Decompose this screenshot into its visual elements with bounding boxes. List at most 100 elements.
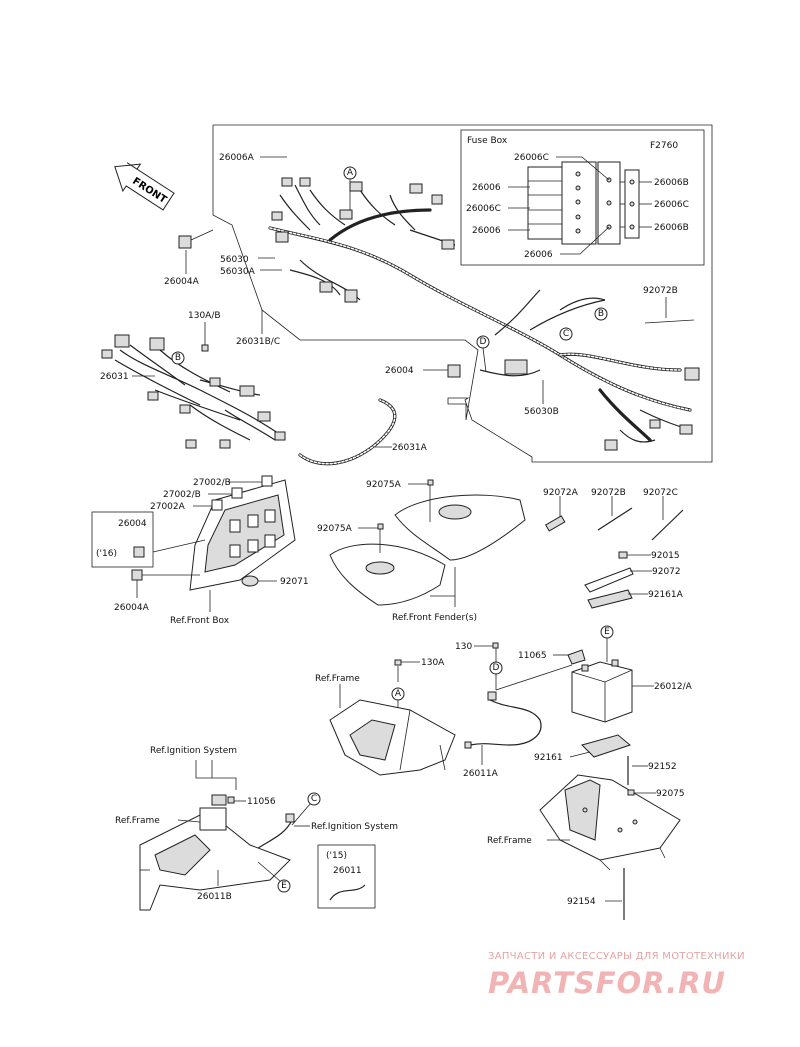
part-26006C-r: 26006C (654, 200, 689, 210)
part-26006-4: 26006 (524, 250, 553, 260)
svg-text:C: C (563, 329, 569, 339)
part-92071: 92071 (280, 577, 309, 587)
harness-26031A (298, 398, 397, 466)
part-26004A-low: 26004A (114, 603, 150, 613)
callout-B2: B (594, 307, 608, 321)
part-icon-92072 (584, 567, 634, 593)
part-26011: 26011 (333, 866, 362, 876)
part-92161: 92161 (534, 753, 563, 763)
svg-text:E: E (281, 881, 287, 891)
front-fender-front (329, 543, 446, 606)
part-92072B: 92072B (591, 488, 626, 498)
ref-frame-1: Ref.Frame (315, 674, 360, 684)
svg-text:B: B (598, 309, 604, 319)
ref-ignition-2: Ref.Ignition System (311, 822, 398, 832)
diagram-code: F2760 (650, 141, 678, 151)
callout-D2: D (489, 661, 503, 675)
svg-text:C: C (311, 794, 317, 804)
part-92075: 92075 (656, 789, 685, 799)
ref-front-box: Ref.Front Box (170, 616, 230, 626)
svg-text:D: D (480, 337, 487, 347)
part-92072C: 92072C (643, 488, 678, 498)
part-27002B-1: 27002/B (193, 478, 231, 488)
svg-text:D: D (493, 663, 500, 673)
fuse-box-title: Fuse Box (467, 136, 508, 146)
front-arrow: FRONT (114, 162, 175, 211)
callout-C2: C (307, 792, 321, 806)
part-92154: 92154 (567, 897, 596, 907)
center-frame (329, 699, 456, 776)
part-92075A-1: 92075A (366, 480, 402, 490)
watermark-logo: PARTSFOR.RU (488, 966, 726, 1000)
callout-A2: A (391, 687, 405, 701)
fuse-box-frame (460, 129, 705, 266)
part-icon-92072A (545, 515, 566, 532)
part-56030A: 56030A (220, 267, 256, 277)
part-icon-11065 (567, 649, 586, 665)
sub-harness-26031 (101, 334, 286, 449)
part-26004-mid: 26004 (385, 366, 414, 376)
part-92015: 92015 (651, 551, 680, 561)
part-26031: 26031 (100, 372, 129, 382)
part-92075A-2: 92075A (317, 524, 353, 534)
part-icon-92072C (651, 509, 684, 541)
part-26031A: 26031A (392, 443, 428, 453)
part-92072: 92072 (652, 567, 681, 577)
part-92152: 92152 (648, 762, 677, 772)
part-56030: 56030 (220, 255, 249, 265)
part-icon-92015 (618, 551, 628, 559)
callout-A1: A (343, 166, 357, 180)
connector-26004-mid (447, 364, 461, 378)
part-26031BC: 26031B/C (236, 337, 280, 347)
part-26012A: 26012/A (654, 682, 693, 692)
part-27002A: 27002A (150, 502, 186, 512)
ref-frame-2: Ref.Frame (487, 836, 532, 846)
part-26006-3: 26006 (472, 226, 501, 236)
cable-26011 (329, 884, 366, 901)
part-92072A: 92072A (543, 488, 579, 498)
part-16: ('16) (96, 549, 117, 559)
part-26011A: 26011A (463, 769, 499, 779)
callout-E2: E (277, 879, 291, 893)
svg-text:B: B (175, 353, 181, 363)
part-56030B: 56030B (524, 407, 559, 417)
bracket-26004-16 (91, 511, 154, 568)
part-26006B-2: 26006B (654, 223, 689, 233)
callout-D1: D (476, 335, 490, 349)
part-26006-1: 26006 (472, 183, 501, 193)
part-26011B: 26011B (197, 892, 232, 902)
callout-C1: C (559, 327, 573, 341)
part-92072B-top: 92072B (643, 286, 678, 296)
part-icon-92161A (587, 589, 633, 609)
ref-frame-3: Ref.Frame (115, 816, 160, 826)
part-27002B-2: 27002/B (163, 490, 201, 500)
part-icon-92072B (597, 507, 633, 531)
part-15: ('15) (326, 851, 347, 861)
left-frame (139, 807, 291, 911)
ref-ignition-1: Ref.Ignition System (150, 746, 237, 756)
ref-front-fenders: Ref.Front Fender(s) (392, 613, 477, 623)
svg-text:A: A (395, 689, 402, 699)
part-icon-11056 (211, 794, 227, 806)
part-26006C-top: 26006C (514, 153, 549, 163)
svg-text:A: A (347, 168, 354, 178)
cable-26011A (469, 699, 542, 746)
watermark-tagline: ЗАПЧАСТИ И АКСЕССУАРЫ ДЛЯ МОТОТЕХНИКИ (488, 951, 745, 962)
battery-26012A (571, 659, 633, 723)
main-wiring-harness (268, 177, 700, 451)
fuse-block-left (527, 161, 621, 245)
part-92161A: 92161A (648, 590, 684, 600)
connector-26004A-low (131, 569, 143, 581)
svg-text:E: E (604, 627, 610, 637)
part-26006B-1: 26006B (654, 178, 689, 188)
callout-E1: E (600, 625, 614, 639)
part-icon-92161 (581, 734, 632, 758)
connector-26004A-top (178, 235, 192, 249)
battery-tray-frame (539, 774, 681, 871)
part-130A: 130A (421, 658, 445, 668)
part-26006A: 26006A (219, 153, 255, 163)
part-26004-box: 26004 (118, 519, 147, 529)
front-fender-rear (394, 494, 526, 561)
part-26006C-2: 26006C (466, 204, 501, 214)
